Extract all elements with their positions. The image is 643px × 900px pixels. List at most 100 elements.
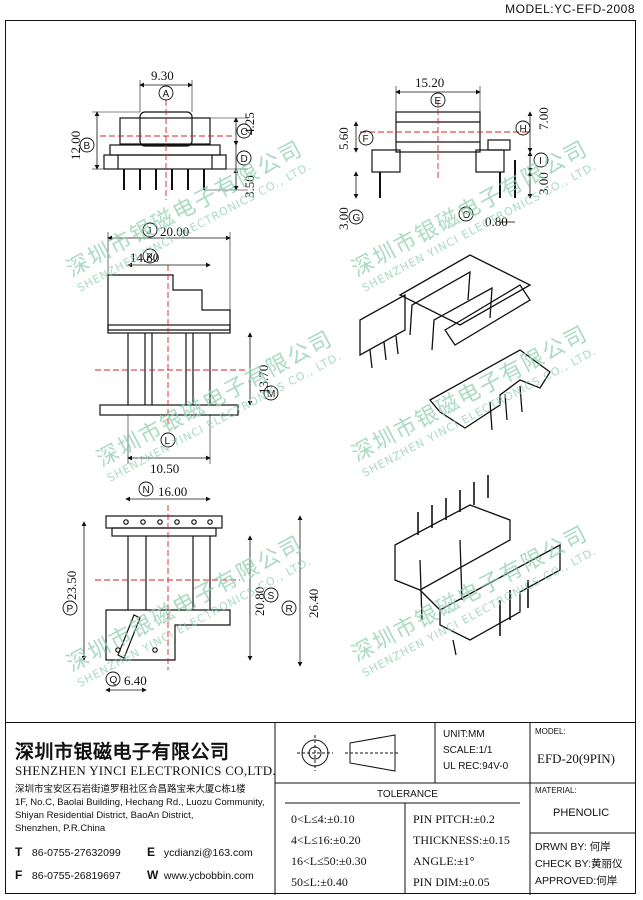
contact-web: W www.ycbobbin.com [147, 868, 254, 882]
svg-text:F: F [363, 134, 369, 145]
callout-e: E [430, 92, 446, 108]
dim-700: 7.00 [536, 107, 551, 130]
drawn-by: DRWN BY: 何岸 [535, 841, 611, 853]
svg-text:P: P [67, 604, 74, 615]
ul-label: UL REC:94V-0 [443, 761, 509, 772]
svg-text:H: H [520, 124, 527, 135]
svg-text:G: G [353, 213, 361, 224]
svg-text:N: N [143, 485, 150, 496]
dim-300-g: 3.00 [336, 207, 351, 230]
svg-text:D: D [241, 154, 248, 165]
svg-text:E: E [435, 96, 442, 107]
address-line: Shenzhen, P.R.China [15, 823, 106, 834]
dim-300-i: 3.00 [536, 172, 551, 195]
callout-d: D [236, 150, 252, 166]
svg-text:J: J [147, 226, 152, 237]
bottom-view [95, 505, 240, 670]
svg-text:S: S [268, 591, 275, 602]
callout-g: G [348, 209, 364, 225]
dim-1520: 15.20 [415, 75, 444, 90]
dim-2350: 23.50 [64, 571, 79, 600]
drawing-frame [5, 20, 636, 894]
callout-s: S [263, 587, 279, 603]
callout-f: F [358, 130, 374, 146]
model-header: MODEL:YC-EFD-2008 [505, 2, 635, 16]
callout-a: A [158, 85, 174, 101]
callout-l: L [160, 432, 176, 448]
tolerance-item: 50≤L:±0.40 [291, 875, 348, 889]
dim-1200: 12.00 [68, 131, 83, 160]
top-view [95, 265, 245, 425]
email-icon: E [147, 845, 156, 859]
svg-text:K: K [147, 252, 154, 263]
contact-tel: T 86-0755-27632099 [15, 845, 121, 859]
dim-1050: 10.50 [150, 461, 179, 476]
callout-o: O [458, 206, 474, 222]
title-block-grid [274, 723, 636, 895]
company-name-cn: 深圳市银磁电子有限公司 [15, 741, 230, 763]
svg-text:O: O [463, 210, 471, 221]
dim-560: 5.60 [336, 127, 351, 150]
svg-text:C: C [241, 127, 248, 138]
dim-1600: 16.00 [158, 484, 187, 499]
address-line: 深圳市宝安区石岩街道罗租社区合昌路宝来大厦C栋1楼 [15, 784, 246, 795]
callout-m: M [263, 385, 279, 401]
dim-080: 0.80 [485, 214, 508, 229]
title-block: 深圳市银磁电子有限公司 SHENZHEN YINCI ELECTRONICS C… [5, 722, 636, 895]
address-line: 1F, No.C, Baolai Building, Hechang Rd., … [15, 797, 265, 808]
callout-h: H [515, 120, 531, 136]
tolerance-item: PIN DIM:±0.05 [413, 875, 490, 889]
contact-email: E ycdianzi@163.com [147, 845, 253, 859]
callout-i: I [533, 152, 549, 168]
tolerance-item: 0<L≤4:±0.10 [291, 812, 355, 826]
svg-text:B: B [84, 141, 91, 152]
isometric-top [359, 254, 551, 431]
front-view [100, 100, 232, 200]
callout-r: R [281, 600, 297, 616]
callout-b: B [79, 137, 95, 153]
approved-by: APPROVED:何岸 [535, 875, 618, 887]
tolerance-item: ANGLE:±1° [413, 854, 475, 868]
model-value: EFD-20(9PIN) [537, 751, 615, 766]
dim-425: 4.25 [242, 112, 257, 135]
scale-label: SCALE:1/1 [443, 745, 493, 756]
unit-label: UNIT:MM [443, 729, 485, 740]
web-icon: W [147, 868, 159, 882]
tolerance-item: PIN PITCH:±0.2 [413, 812, 495, 826]
svg-text:R: R [286, 604, 293, 615]
dim-930: 9.30 [151, 68, 174, 83]
phone-icon: T [15, 845, 23, 859]
model-label: MODEL: [535, 727, 566, 736]
callout-k: K [142, 248, 158, 264]
callout-c: C [236, 123, 252, 139]
material-label: MATERIAL: [535, 786, 577, 795]
check-by: CHECK BY:黄丽仪 [535, 858, 623, 870]
svg-text:M: M [267, 389, 275, 400]
material-value: PHENOLIC [553, 807, 610, 819]
dim-350: 3.50 [242, 175, 257, 198]
tolerance-item: 16<L≤50:±0.30 [291, 854, 367, 868]
callout-markers: A B C D E F H I G O J K M L N P S R Q [62, 85, 549, 687]
tolerance-left: 0<L≤4:±0.10 4<L≤16:±0.20 16<L≤50:±0.30 5… [291, 809, 367, 893]
dim-1480: 14.80 [130, 250, 159, 265]
fax-icon: F [15, 868, 23, 882]
callout-j: J [142, 222, 158, 238]
technical-drawing: 9.30 12.00 4.25 3.50 15.20 5.60 7.00 3.0… [62, 68, 561, 693]
svg-text:I: I [539, 156, 542, 167]
dim-2640: 26.40 [306, 589, 321, 618]
dim-640: 6.40 [124, 673, 147, 688]
tolerance-title: TOLERANCE [377, 789, 438, 800]
tolerance-item: THICKNESS:±0.15 [413, 833, 510, 847]
dim-2080: 20.80 [252, 587, 267, 616]
callout-n: N [138, 481, 154, 497]
address: 深圳市宝安区石岩街道罗租社区合昌路宝来大厦C栋1楼 1F, No.C, Baol… [15, 783, 265, 835]
side-view [360, 100, 530, 198]
isometric-bottom [394, 475, 561, 656]
callout-p: P [62, 600, 78, 616]
callout-q: Q [105, 671, 121, 687]
address-line: Shiyan Residential District, BaoAn Distr… [15, 810, 194, 821]
company-name-en: SHENZHEN YINCI ELECTRONICS CO,LTD. [15, 763, 276, 778]
svg-text:Q: Q [110, 675, 118, 686]
svg-text:A: A [163, 89, 170, 100]
svg-text:L: L [165, 436, 171, 447]
